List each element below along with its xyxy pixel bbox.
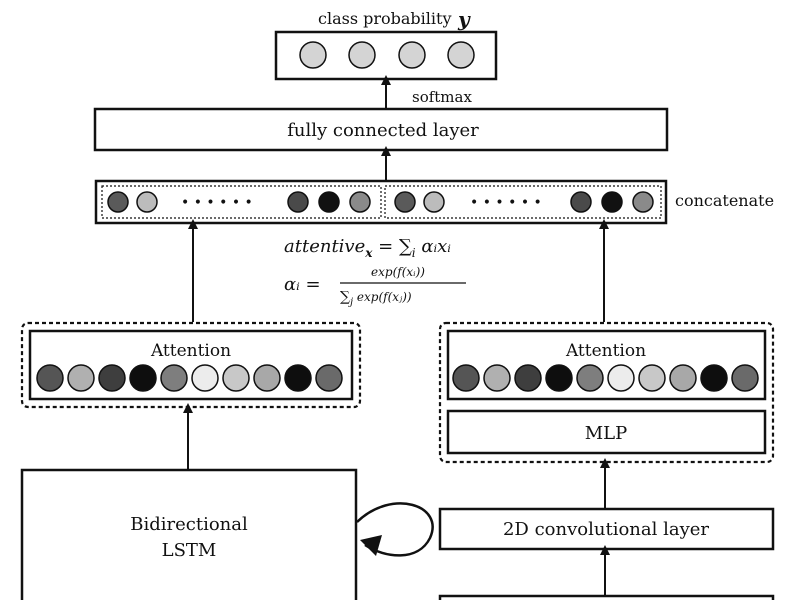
right-attention-label: Attention [565, 341, 646, 361]
lstm-label-line1: Bidirectional [130, 514, 248, 535]
left-attention-node-10 [315, 364, 343, 392]
output-neuron-4 [447, 41, 475, 69]
right-attention-node-5 [576, 364, 604, 392]
concat-right-node-3 [570, 191, 592, 213]
right-attention-node-4 [545, 364, 573, 392]
formula-attentive-rhs-tail: αᵢxᵢ [416, 236, 452, 257]
class-probability-label: class probability [318, 9, 452, 28]
mlp-box [446, 409, 767, 455]
right-attention-node-6 [607, 364, 635, 392]
formula-attentive-rhs: = ∑ [372, 236, 412, 257]
left-attention-node-4 [129, 364, 157, 392]
concat-right-segment [384, 185, 662, 219]
formula-attentive-lhs: attentive [284, 236, 365, 257]
left-attention-node-1 [36, 364, 64, 392]
concat-right-node-4 [601, 191, 623, 213]
left-attention-node-8 [253, 364, 281, 392]
left-attention-node-6 [191, 364, 219, 392]
lstm-recurrent-arrowhead [360, 535, 382, 556]
concat-left-node-4 [318, 191, 340, 213]
left-attention-nodes [36, 364, 343, 392]
concat-right-ellipsis: • • • • • • [470, 195, 542, 211]
concat-left-segment [101, 185, 382, 219]
right-attention-nodes [452, 364, 759, 392]
left-attention-dashed-frame [20, 321, 362, 409]
left-attention-node-9 [284, 364, 312, 392]
lstm-label-line2: LSTM [162, 540, 217, 561]
softmax-label: softmax [412, 88, 472, 106]
right-attention-node-2 [483, 364, 511, 392]
formula-attentive-rhs-sub: i [412, 246, 416, 260]
formula-alpha-lhs: αᵢ = [284, 274, 321, 295]
right-attention-node-8 [669, 364, 697, 392]
fully-connected-label: fully connected layer [287, 120, 479, 141]
left-attention-label: Attention [150, 341, 231, 361]
concat-left-node-5 [349, 191, 371, 213]
output-neuron-2 [348, 41, 376, 69]
formula-alpha-denominator-sum: ∑ [340, 289, 350, 305]
concat-left-node-3 [287, 191, 309, 213]
right-attention-node-10 [731, 364, 759, 392]
right-attention-node-9 [700, 364, 728, 392]
left-attention-node-2 [67, 364, 95, 392]
concat-left-node-2 [136, 191, 158, 213]
mlp-label: MLP [585, 423, 628, 444]
bottom-input-box [438, 594, 775, 600]
concat-left-node-1 [107, 191, 129, 213]
class-probability-variable: y [457, 7, 471, 31]
formula-attentive-lhs-sub: x [364, 246, 373, 260]
svg-text:attentivex = ∑i αᵢxᵢ: attentivex = ∑i αᵢxᵢ [284, 236, 451, 260]
left-attention-node-3 [98, 364, 126, 392]
concat-right-node-2 [423, 191, 445, 213]
right-attention-node-7 [638, 364, 666, 392]
lstm-recurrent-loop [356, 502, 434, 557]
formula-alpha-denominator-sub: j [348, 297, 353, 308]
svg-text:∑j exp(f(xⱼ)): ∑j exp(f(xⱼ)) [340, 289, 412, 308]
concat-right-node-5 [632, 191, 654, 213]
left-attention-node-5 [160, 364, 188, 392]
concat-right-node-1 [394, 191, 416, 213]
conv2d-label: 2D convolutional layer [503, 519, 709, 540]
attentive-formula: attentivex = ∑i αᵢxᵢ [284, 236, 451, 260]
output-neurons [299, 41, 475, 69]
concatenate-label: concatenate [675, 191, 774, 210]
formula-alpha-numerator: exp(f(xᵢ)) [371, 265, 425, 279]
concat-left-nodes [107, 191, 371, 213]
left-attention-node-7 [222, 364, 250, 392]
concat-right-nodes [394, 191, 654, 213]
right-attention-node-1 [452, 364, 480, 392]
alpha-formula: αᵢ = exp(f(xᵢ)) ∑j exp(f(xⱼ)) [284, 265, 466, 308]
formula-alpha-denominator: exp(f(xⱼ)) [353, 290, 412, 304]
concat-left-ellipsis: • • • • • • [181, 195, 253, 211]
right-attention-node-3 [514, 364, 542, 392]
bidirectional-lstm-box [20, 468, 358, 600]
output-neuron-3 [398, 41, 426, 69]
output-neuron-1 [299, 41, 327, 69]
